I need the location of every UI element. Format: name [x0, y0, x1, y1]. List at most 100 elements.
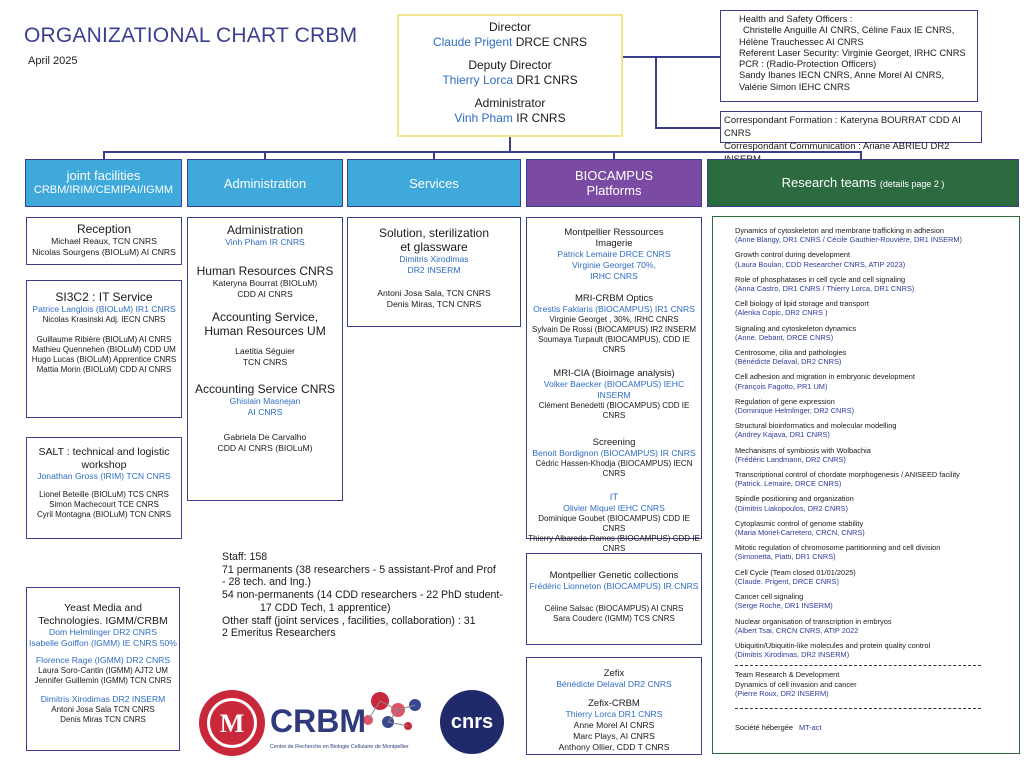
yeast-line: Laura Soro-Cantin (IGMM) AJT2 UM — [38, 666, 168, 675]
team-pi: (Bénédicte Delaval, DR2 CNRS) — [735, 357, 842, 367]
connector-horizontal-bus — [103, 151, 861, 153]
staff-line: 2 Emeritus Researchers — [222, 627, 336, 640]
research-team-item: Mitotic regulation of chromosome partiti… — [735, 543, 1019, 561]
connector-biocampus — [613, 151, 615, 159]
research-team-item: Role of phosphatases in cell cycle and c… — [735, 275, 1019, 293]
staff-line: 54 non-permanents (14 CDD researchers - … — [222, 589, 503, 602]
team-pi: (Andrey Kajava, DR1 CNRS) — [735, 430, 830, 440]
team-name: Cell Cycle (Team closed 01/01/2025) — [735, 567, 856, 577]
team-name: Growth control during development — [735, 250, 851, 260]
admin-rank: IR CNRS — [516, 111, 566, 125]
admin-section-lead: AI CNRS — [247, 407, 283, 417]
optics-line: Sylvain De Rossi (BIOCAMPUS) IR2 INSERM — [531, 325, 697, 334]
si3c2-box: SI3C2 : IT Service Patrice Langlois (BIO… — [26, 280, 182, 418]
zefix-lead: Bénédicte Delaval DR2 CNRS — [556, 679, 672, 689]
team-pi: (Albert Tsai, CRCN CNRS, ATIP 2022 — [735, 625, 859, 635]
team-pi: (Anne Blangy, DR1 CNRS / Cécile Gauthier… — [735, 235, 962, 245]
optics-line: Soumaya Turpault (BIOCAMPUS), CDD IE CNR… — [537, 335, 691, 354]
admin-line: Kateryna Bourrat (BIOLuM) — [212, 278, 318, 288]
services-title: et glassware — [400, 240, 468, 254]
director-name: Claude Prigent — [432, 35, 513, 49]
yeast-lead: Florence Rage (IGMM) DR2 CNRS — [35, 655, 171, 665]
research-team-item: Centrosome, cilia and pathologies(Bénédi… — [735, 348, 1019, 366]
services-line: Denis Miras, TCN CNRS — [386, 299, 482, 309]
zefix-box: Zefix Bénédicte Delaval DR2 CNRS Zefix-C… — [526, 657, 702, 755]
yeast-line: Jennifer Guillemin (IGMM) TCN CNRS — [34, 676, 172, 685]
divider — [735, 665, 981, 667]
director-label: Director — [488, 20, 531, 34]
header-services-label: Services — [409, 175, 459, 191]
hs-line: Hélène Trauchessec AI CNRS — [739, 36, 864, 47]
connector-director-down — [509, 137, 511, 151]
services-title: Solution, sterilization — [378, 226, 490, 240]
um-logo-letter: M — [220, 709, 245, 738]
it-title: IT — [609, 492, 619, 503]
header-biocampus: BIOCAMPUS Platforms — [526, 159, 702, 207]
research-team-item: Ubiquitin/Ubiquitin-like molecules and p… — [735, 641, 1019, 659]
team-pi: (Patrick. Lemaire, DRCE CNRS) — [735, 479, 842, 489]
si3c2-line: Mathieu Quennehen (BIOLuM) CDD UM — [32, 345, 176, 354]
team-name: Mitotic regulation of chromosome partiti… — [735, 543, 941, 553]
si3c2-line: Hugo Lucas (BIOLuM) Apprentice CNRS — [31, 355, 177, 364]
reception-line: Michael Reaux, TCN CNRS — [51, 236, 157, 246]
connector-research — [860, 151, 862, 159]
yeast-line: Antoni Josa Sala TCN CNRS — [51, 705, 155, 714]
screening-line: Cédric Hassen-Khodja (BIOCAMPUS) IECN CN… — [535, 459, 693, 478]
zefix-title: Zefix — [603, 668, 625, 679]
research-team-item: Nuclear organisation of transcription in… — [735, 617, 1019, 635]
yeast-lead: Dom Helmlinger DR2 CNRS — [49, 627, 157, 637]
hs-line: PCR : (Radio-Protection Officers) — [739, 59, 877, 70]
team-name: Dynamics of cytoskeleton and membrane tr… — [735, 226, 944, 235]
team-name: Regulation of gene expression — [735, 396, 835, 406]
team-name: Signaling and cytoskeleton dynamics — [735, 323, 857, 333]
mri-title: Montpellier Ressources — [564, 227, 664, 238]
cnrs-logo: cnrs — [440, 690, 504, 754]
header-research-label: Research teams — [781, 174, 880, 190]
mri-lead: Virginie Georget 70%, — [572, 260, 656, 270]
genetic-title: Montpellier Genetic collections — [549, 570, 679, 581]
connector-corr — [655, 127, 720, 129]
admin-name: Vinh Pham — [454, 111, 513, 125]
salt-line: Lionel Beteille (BIOLuM) TCS CNRS — [39, 490, 169, 499]
team-rd-title: Team Research & Development — [735, 670, 840, 680]
research-team-item: Cytoplasmic control of genome stability(… — [735, 519, 1019, 537]
staff-line: 17 CDD Tech, 1 apprentice) — [260, 601, 391, 614]
date-label: April 2025 — [28, 55, 78, 67]
administration-box: Administration Vinh Pham IR CNRS Human R… — [187, 217, 343, 501]
research-team-item: Structural bioinformatics and molecular … — [735, 421, 1019, 439]
connector-side-vertical — [655, 56, 657, 128]
team-pi: (Anna Castro, DR1 CNRS / Thierry Lorca, … — [735, 284, 915, 294]
mri-title: Imagerie — [595, 238, 633, 249]
admin-line: Laetitia Séguier — [235, 346, 295, 356]
staff-summary: Staff: 158 71 permanents (38 researchers… — [222, 551, 512, 640]
research-team-item: Cell adhesion and migration in embryonic… — [735, 372, 1019, 390]
corr-formation: Correspondant Formation : Kateryna BOURR… — [724, 115, 961, 139]
team-pi: (Claude. Prigent, DRCE CNRS) — [735, 576, 839, 586]
team-pi: (Maria Moriel-Carretero, CRCN, CNRS) — [735, 528, 865, 538]
staff-line: 71 permanents (38 researchers - 5 assist… — [222, 563, 496, 576]
hs-line: Sandy Ibanes IECN CNRS, Anne Morel AI CN… — [739, 70, 945, 81]
hs-line: Referent Laser Security: Virginie George… — [739, 47, 966, 58]
hosted-name: MT-act — [798, 722, 822, 732]
um-logo: M — [199, 690, 265, 756]
team-pi: (François Fagotto, PR1 UM) — [735, 381, 828, 391]
direction-box: Director Claude Prigent DRCE CNRS Deputy… — [397, 14, 623, 137]
crbm-logo: CRBM Centre de Recherche en Biologie Cel… — [270, 692, 421, 750]
correspondants-box: Correspondant Formation : Kateryna BOURR… — [720, 111, 982, 165]
admin-section-title: Administration — [226, 223, 304, 237]
header-research-teams: Research teams (details page 2 ) — [707, 159, 1019, 207]
reception-title: Reception — [76, 222, 132, 236]
salt-line: Cyril Montagna (BIOLuM) TCN CNRS — [36, 510, 172, 519]
health-safety-box: Health and Safety Officers : Christelle … — [720, 10, 978, 102]
si3c2-title: SI3C2 : IT Service — [55, 290, 153, 304]
optics-lead: Orestis Faklaris (BIOCAMPUS) IR1 CNRS — [533, 304, 695, 314]
staff-line: Other staff (joint services , facilities… — [222, 614, 476, 627]
genetic-lead: Frédéric Lionneton (BIOCAMPUS) IR CNRS — [529, 581, 699, 591]
team-name: Cytoplasmic control of genome stability — [735, 518, 864, 528]
si3c2-line: Guillaume Ribière (BIOLuM) AI CNRS — [36, 335, 172, 344]
zefix-crbm-title: Zefix-CRBM — [588, 698, 640, 709]
team-name: Cell adhesion and migration in embryonic… — [735, 372, 915, 382]
team-name: Role of phosphatases in cell cycle and c… — [735, 274, 906, 284]
header-administration: Administration — [187, 159, 343, 207]
